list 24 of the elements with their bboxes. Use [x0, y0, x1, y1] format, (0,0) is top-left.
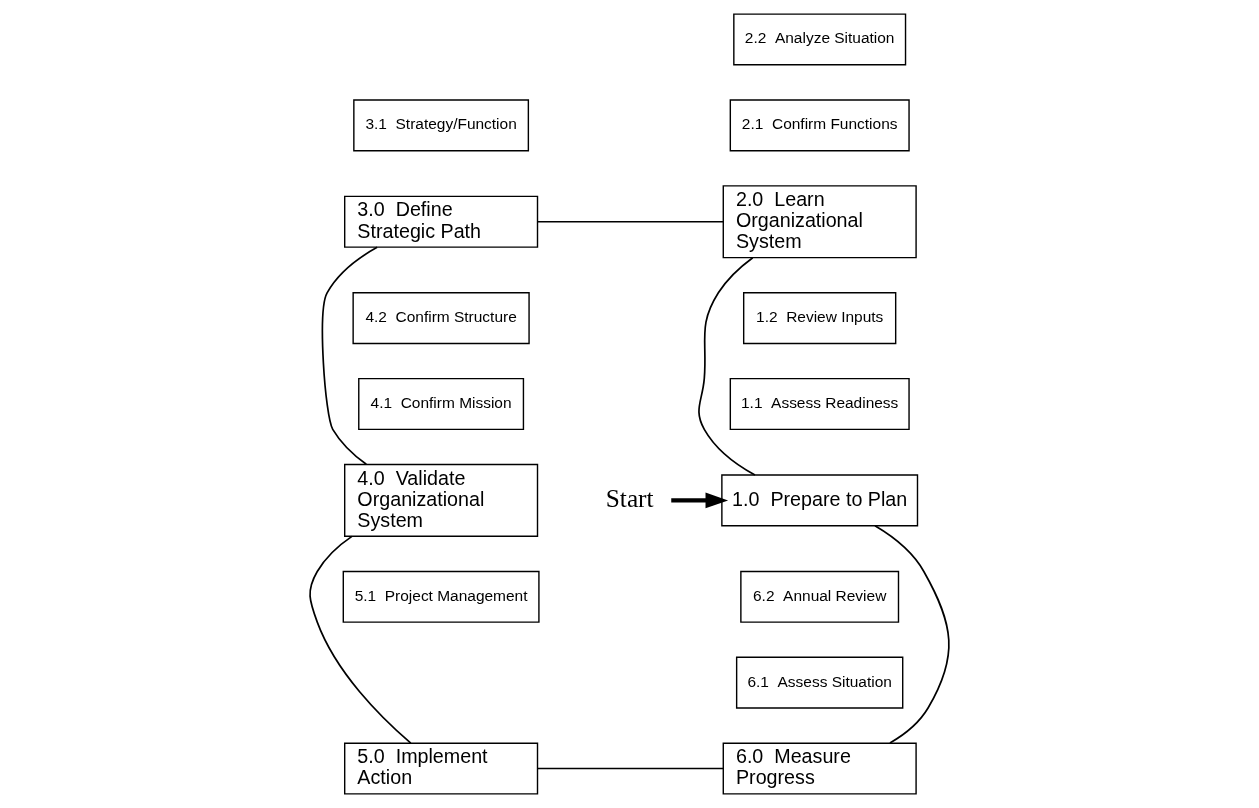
- connector: [321, 246, 378, 466]
- connector: [309, 535, 412, 744]
- node-box: 3.1 Strategy/Function: [353, 99, 530, 152]
- node-box: 4.2 Confirm Structure: [352, 292, 530, 345]
- node-box: 1.0 Prepare to Plan: [721, 474, 919, 527]
- connector: [536, 220, 725, 223]
- node-box: 2.0 Learn Organizational System: [722, 185, 917, 259]
- node-box: 3.0 Define Strategic Path: [344, 195, 539, 248]
- arrow: [671, 492, 729, 509]
- node-box: 6.0 Measure Progress: [722, 742, 917, 795]
- node-box: 1.1 Assess Readiness: [729, 377, 910, 431]
- connector: [698, 256, 756, 476]
- node-text: Start: [605, 483, 654, 512]
- node-box: 1.2 Review Inputs: [743, 292, 897, 345]
- node-box: 6.2 Annual Review: [740, 570, 900, 623]
- node-box: 5.1 Project Management: [342, 570, 540, 623]
- node-box: 5.0 Implement Action: [344, 742, 539, 795]
- node-box: 2.2 Analyze Situation: [733, 13, 907, 66]
- node-box: 2.1 Confirm Functions: [729, 99, 910, 152]
- node-box: 4.1 Confirm Mission: [358, 377, 525, 431]
- connector: [874, 524, 950, 744]
- node-box: 4.0 Validate Organizational System: [344, 463, 539, 537]
- connector: [536, 767, 725, 770]
- node-box: 6.1 Assess Situation: [735, 656, 904, 709]
